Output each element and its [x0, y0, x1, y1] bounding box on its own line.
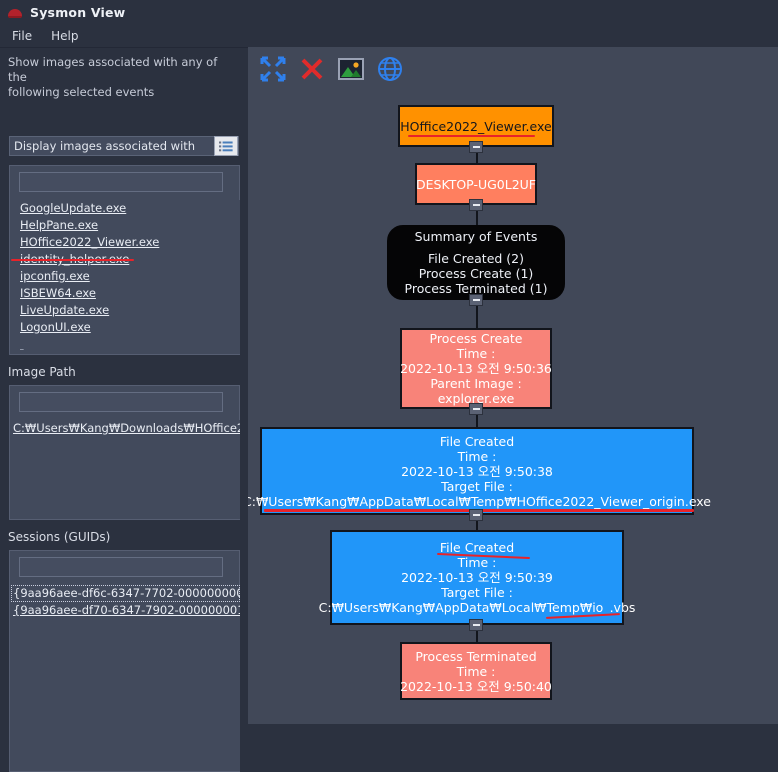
- sessions-list[interactable]: {9aa96aee-df6c-6347-7702-00000000010( {9…: [11, 585, 240, 771]
- list-item-clipped[interactable]: [11, 336, 240, 353]
- list-item-session-1[interactable]: {9aa96aee-df6c-6347-7702-00000000010(: [11, 585, 240, 602]
- node-line: File Created (2): [427, 251, 525, 266]
- node-process-image[interactable]: HOffice2022_Viewer.exe: [398, 105, 554, 147]
- node-line: 2022-10-13 오전 9:50:40: [400, 678, 552, 694]
- node-line: Time :: [457, 555, 497, 570]
- list-menu-icon[interactable]: [214, 136, 238, 156]
- node-line-target-path: C:₩Users₩Kang₩AppData₩Local₩Temp₩HOffice…: [248, 493, 711, 509]
- connector-3: [476, 300, 478, 328]
- collapse-toggle-6[interactable]: [469, 619, 483, 631]
- graph-canvas[interactable]: HOffice2022_Viewer.exe DESKTOP-UG0L2UF S…: [248, 47, 778, 724]
- node-line: Process Terminated: [415, 648, 537, 664]
- images-filter-input[interactable]: [19, 172, 223, 192]
- image-path-list[interactable]: C:₩Users₩Kang₩Downloads₩HOffice202: [11, 420, 240, 519]
- node-line: Target File :: [441, 478, 513, 494]
- image-export-icon[interactable]: [336, 54, 366, 84]
- connector-6: [476, 625, 478, 642]
- collapse-toggle-2[interactable]: [469, 199, 483, 211]
- images-list[interactable]: GoogleUpdate.exe HelpPane.exe HOffice202…: [11, 200, 240, 354]
- node-line: Time :: [457, 448, 497, 464]
- node-line: Summary of Events: [414, 229, 538, 244]
- globe-icon[interactable]: [375, 54, 405, 84]
- sidebar-hint: Show images associated with any of the f…: [8, 55, 238, 100]
- list-item[interactable]: ISBEW64.exe: [20, 286, 96, 300]
- sessions-filter-input[interactable]: [19, 557, 223, 577]
- list-item[interactable]: GoogleUpdate.exe: [20, 201, 127, 215]
- annotation-underline-hoffice-node: [408, 135, 535, 137]
- collapse-toggle-5[interactable]: [469, 509, 483, 521]
- image-path-filter-input[interactable]: [19, 392, 223, 412]
- image-path-box: C:₩Users₩Kang₩Downloads₩HOffice202: [9, 385, 240, 520]
- node-line: 2022-10-13 오전 9:50:38: [401, 463, 553, 479]
- node-line: File Created: [439, 540, 515, 555]
- node-line: Process Create (1): [418, 266, 534, 281]
- collapse-toggle-4[interactable]: [469, 403, 483, 415]
- list-item[interactable]: HelpPane.exe: [20, 218, 99, 232]
- node-line: explorer.exe: [437, 391, 515, 406]
- connector-5: [476, 515, 478, 530]
- window-title: Sysmon View: [30, 5, 126, 20]
- title-bar: Sysmon View: [0, 0, 778, 25]
- node-process-terminated[interactable]: Process Terminated Time : 2022-10-13 오전 …: [400, 642, 552, 700]
- list-item[interactable]: ipconfig.exe: [20, 269, 90, 283]
- sidebar-hint-line1: Show images associated with any of the: [8, 55, 218, 84]
- list-item[interactable]: LogonUI.exe: [20, 320, 91, 334]
- node-file-created-2[interactable]: File Created Time : 2022-10-13 오전 9:50:3…: [319, 530, 635, 625]
- list-item-session-2[interactable]: {9aa96aee-df70-6347-7902-0000000010: [13, 603, 240, 617]
- node-line: 2022-10-13 오전 9:50:36: [400, 361, 552, 376]
- node-hostname[interactable]: DESKTOP-UG0L2UF: [415, 163, 537, 205]
- node-line: Process Create: [429, 331, 523, 346]
- node-line: DESKTOP-UG0L2UF: [416, 176, 536, 192]
- node-line: Parent Image :: [430, 376, 522, 391]
- node-line: Time :: [456, 346, 496, 361]
- sessions-box: {9aa96aee-df6c-6347-7702-00000000010( {9…: [9, 550, 240, 772]
- node-file-created-1[interactable]: File Created Time : 2022-10-13 오전 9:50:3…: [248, 427, 711, 515]
- connector-1: [476, 147, 478, 164]
- sysmon-dome-icon: [7, 5, 23, 21]
- display-images-combo-text: Display images associated with: [14, 139, 196, 153]
- close-x-icon[interactable]: [297, 54, 327, 84]
- menu-file[interactable]: File: [12, 29, 33, 43]
- node-line: File Created: [439, 433, 515, 449]
- node-line: Process Terminated (1): [404, 281, 548, 296]
- annotation-underline-hoffice-list: [11, 259, 134, 261]
- menu-bar: File Help: [0, 25, 778, 47]
- expand-arrows-icon[interactable]: [258, 54, 288, 84]
- connector-2: [476, 205, 478, 225]
- list-item-hoffice2022-viewer[interactable]: HOffice2022_Viewer.exe: [20, 235, 160, 249]
- images-list-box: GoogleUpdate.exe HelpPane.exe HOffice202…: [9, 165, 240, 355]
- node-line: Target File :: [441, 585, 513, 600]
- collapse-toggle-3[interactable]: [469, 294, 483, 306]
- connector-4: [476, 409, 478, 427]
- sessions-label: Sessions (GUIDs): [8, 530, 111, 544]
- list-item[interactable]: LiveUpdate.exe: [20, 303, 110, 317]
- node-line: Time :: [456, 663, 496, 679]
- node-line: 2022-10-13 오전 9:50:39: [401, 570, 553, 585]
- node-line: HOffice2022_Viewer.exe: [400, 118, 552, 134]
- display-images-combo[interactable]: Display images associated with: [9, 136, 239, 156]
- image-path-label: Image Path: [8, 365, 76, 379]
- list-item-image-path[interactable]: C:₩Users₩Kang₩Downloads₩HOffice202: [13, 421, 240, 435]
- menu-help[interactable]: Help: [51, 29, 79, 43]
- node-line-target-path: C:₩Users₩Kang₩AppData₩Local₩Temp₩io_.vbs: [318, 600, 636, 615]
- sidebar-hint-line2: following selected events: [8, 85, 155, 99]
- graph-toolbar: [248, 47, 778, 91]
- node-process-create[interactable]: Process Create Time : 2022-10-13 오전 9:50…: [400, 328, 552, 409]
- node-summary[interactable]: Summary of Events File Created (2) Proce…: [387, 225, 565, 300]
- left-sidebar: Show images associated with any of the f…: [0, 47, 248, 772]
- collapse-toggle-1[interactable]: [469, 141, 483, 153]
